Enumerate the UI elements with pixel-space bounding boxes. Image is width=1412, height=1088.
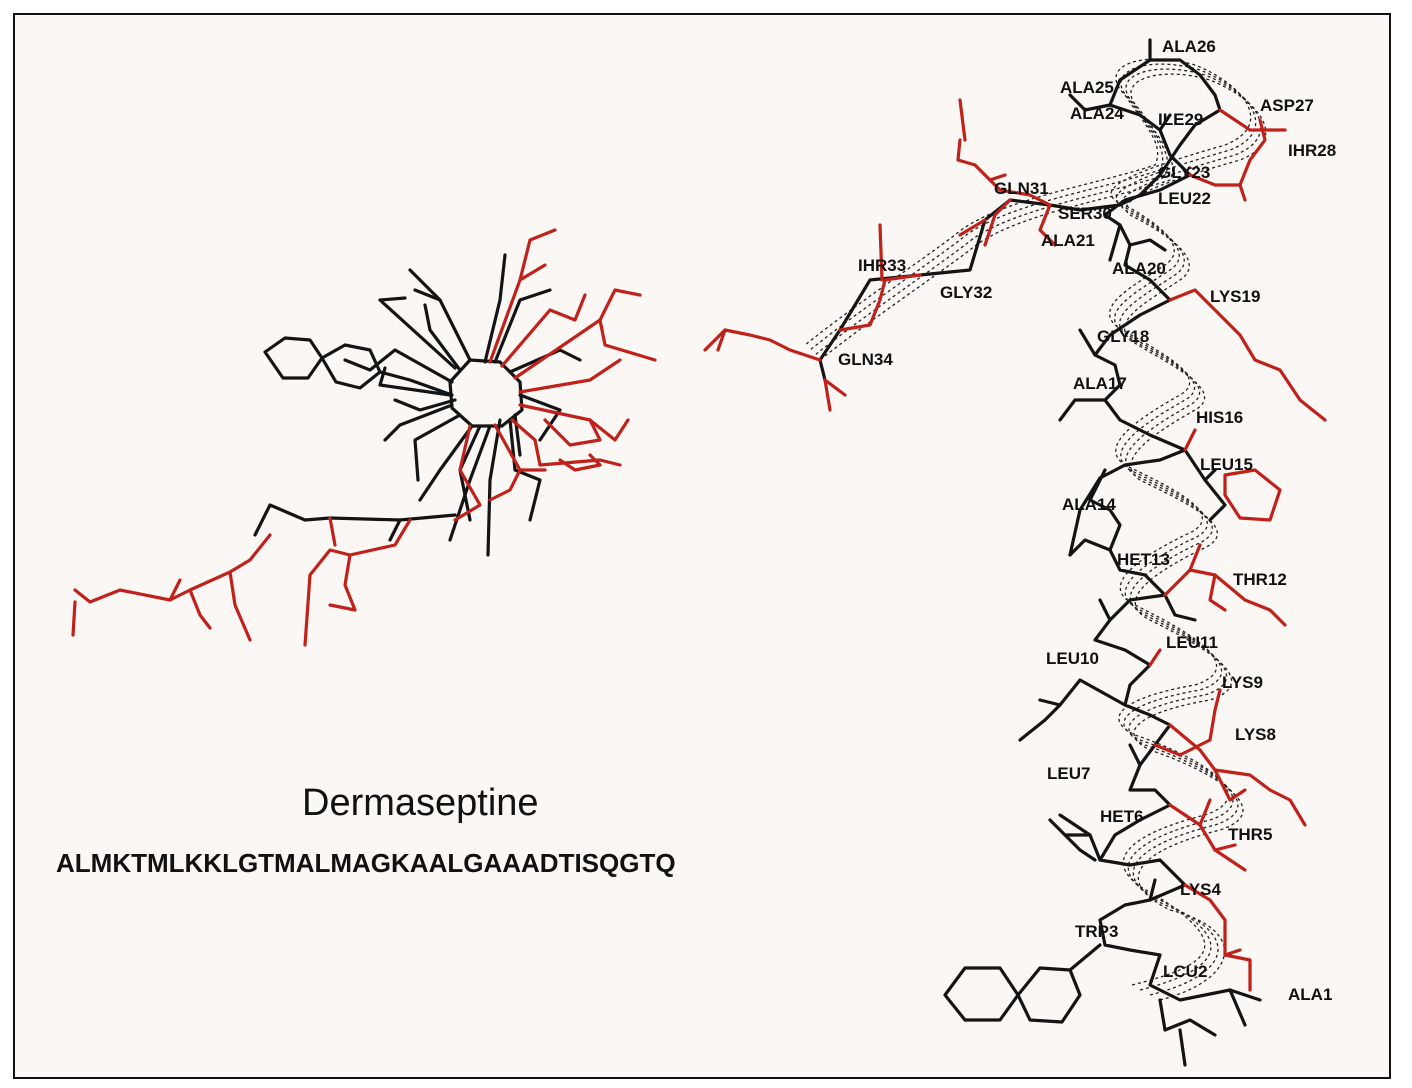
residue-label-leu15: LEU15	[1200, 455, 1253, 474]
residue-label-thr12: THR12	[1233, 570, 1287, 589]
side-view-black-sidechains	[943, 38, 1262, 1067]
residue-label-leu11: LEU11	[1166, 633, 1218, 652]
residue-label-ala14: ALA14	[1062, 495, 1116, 514]
residue-label-ala24: ALA24	[1070, 104, 1124, 123]
residue-label-gln31: GLN31	[994, 179, 1049, 198]
residue-label-met6: HET6	[1100, 807, 1143, 826]
residue-label-asp27: ASP27	[1260, 96, 1314, 115]
peptide-sequence: ALMKTMLKKLGTMALMAGKAALGAAADTISQGTQ	[56, 848, 676, 878]
residue-label-ser30: SER30	[1058, 204, 1112, 223]
residue-labels: ALA1 LCU2 TRP3 LYS4 THR5 HET6 LEU7 LYS8 …	[838, 37, 1336, 1004]
residue-label-ala26: ALA26	[1162, 37, 1216, 56]
residue-label-leu10: LEU10	[1046, 649, 1099, 668]
helix-side-view: ALA1 LCU2 TRP3 LYS4 THR5 HET6 LEU7 LYS8 …	[703, 37, 1336, 1067]
residue-label-lys9: LYS9	[1222, 673, 1263, 692]
helix-end-view	[71, 228, 657, 647]
residue-label-lys4: LYS4	[1180, 880, 1222, 899]
peptide-name: Dermaseptine	[302, 782, 539, 824]
residue-label-ala25: ALA25	[1060, 78, 1114, 97]
residue-label-ala1: ALA1	[1288, 985, 1332, 1004]
residue-label-leu2: LCU2	[1163, 962, 1207, 981]
residue-label-leu22: LEU22	[1158, 189, 1211, 208]
residue-label-ala17: ALA17	[1073, 374, 1127, 393]
residue-label-lys8: LYS8	[1235, 725, 1276, 744]
end-view-red-spokes	[453, 228, 657, 522]
residue-label-gly18: GLY18	[1097, 327, 1149, 346]
helix-ribbon	[804, 58, 1267, 1001]
residue-label-thr33: IHR33	[858, 256, 906, 275]
residue-label-ile29: ILE29	[1158, 110, 1203, 129]
residue-label-leu7: LEU7	[1047, 764, 1090, 783]
residue-label-trp3: TRP3	[1075, 922, 1118, 941]
residue-label-met13: HET13	[1117, 550, 1170, 569]
helix-axis-ring	[448, 358, 524, 428]
side-view-red-sidechains	[703, 98, 1327, 992]
helix-backbone	[818, 58, 1232, 1002]
residue-label-lys19: LYS19	[1210, 287, 1260, 306]
residue-label-his16: HIS16	[1196, 408, 1243, 427]
end-view-tail	[71, 503, 457, 647]
residue-label-ala20: ALA20	[1112, 259, 1166, 278]
residue-label-gln34: GLN34	[838, 350, 893, 369]
residue-label-thr28: IHR28	[1288, 141, 1336, 160]
residue-label-ala21: ALA21	[1041, 231, 1095, 250]
residue-label-gly32: GLY32	[940, 283, 992, 302]
residue-label-gly23: GLY23	[1158, 163, 1210, 182]
residue-label-thr5: THR5	[1228, 825, 1272, 844]
